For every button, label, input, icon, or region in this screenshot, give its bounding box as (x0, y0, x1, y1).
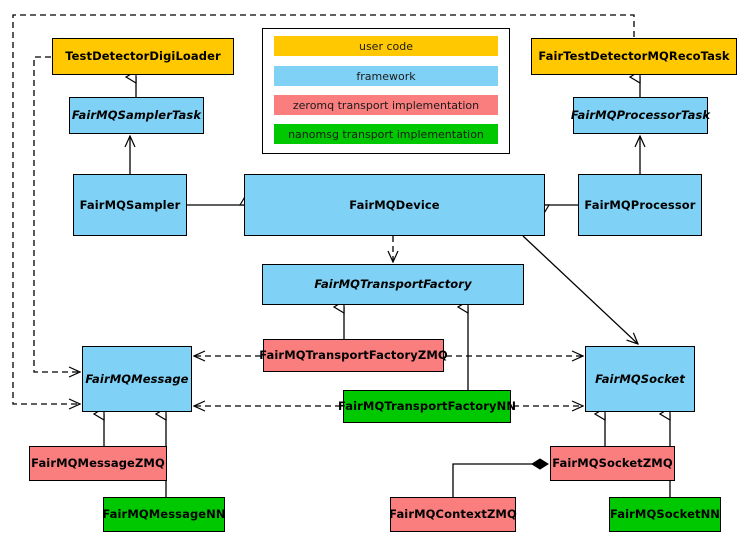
class-node-fairmqsocket[interactable]: FairMQSocket (585, 346, 695, 412)
legend-item-zeromq: zeromq transport implementation (274, 95, 498, 115)
class-node-fairmqmessagenn[interactable]: FairMQMessageNN (102, 497, 226, 532)
class-node-fairmqtransportfactoryzmq[interactable]: FairMQTransportFactoryZMQ (259, 339, 448, 372)
class-node-fairmqsocketnn[interactable]: FairMQSocketNN (609, 497, 721, 532)
class-node-fairmqdevice[interactable]: FairMQDevice (244, 174, 545, 236)
edge-dependency-recotask-message (12, 14, 635, 404)
legend-item-nanomsg: nanomsg transport implementation (274, 124, 498, 144)
edge-composition-contextzmq-socketzmq (452, 458, 549, 497)
class-node-fairmqcontextzmq[interactable]: FairMQContextZMQ (389, 497, 517, 532)
legend-item-framework: framework (274, 66, 498, 86)
class-node-fairmqsamplertask[interactable]: FairMQSamplerTask (69, 97, 204, 134)
class-node-fairtestdetectormqrecotask[interactable]: FairTestDetectorMQRecoTask (531, 38, 737, 75)
class-node-fairmqsampler[interactable]: FairMQSampler (73, 174, 187, 236)
class-node-fairmqtransportfactorynn[interactable]: FairMQTransportFactoryNN (338, 390, 516, 423)
edge-dependency-digiloader-message (33, 56, 80, 372)
class-node-fairmqprocessortask[interactable]: FairMQProcessorTask (571, 97, 710, 134)
class-node-testdetectordigiloader[interactable]: TestDetectorDigiLoader (52, 38, 234, 75)
class-node-fairmqsocketzmq[interactable]: FairMQSocketZMQ (550, 446, 675, 481)
legend-item-user-code: user code (274, 36, 498, 56)
edge-assoc-device-socket (522, 235, 638, 344)
class-node-fairmqmessage[interactable]: FairMQMessage (82, 346, 192, 412)
class-node-fairmqmessagezmq[interactable]: FairMQMessageZMQ (29, 446, 167, 481)
class-node-fairmqprocessor[interactable]: FairMQProcessor (578, 174, 702, 236)
class-node-fairmqtransportfactory[interactable]: FairMQTransportFactory (262, 264, 524, 305)
